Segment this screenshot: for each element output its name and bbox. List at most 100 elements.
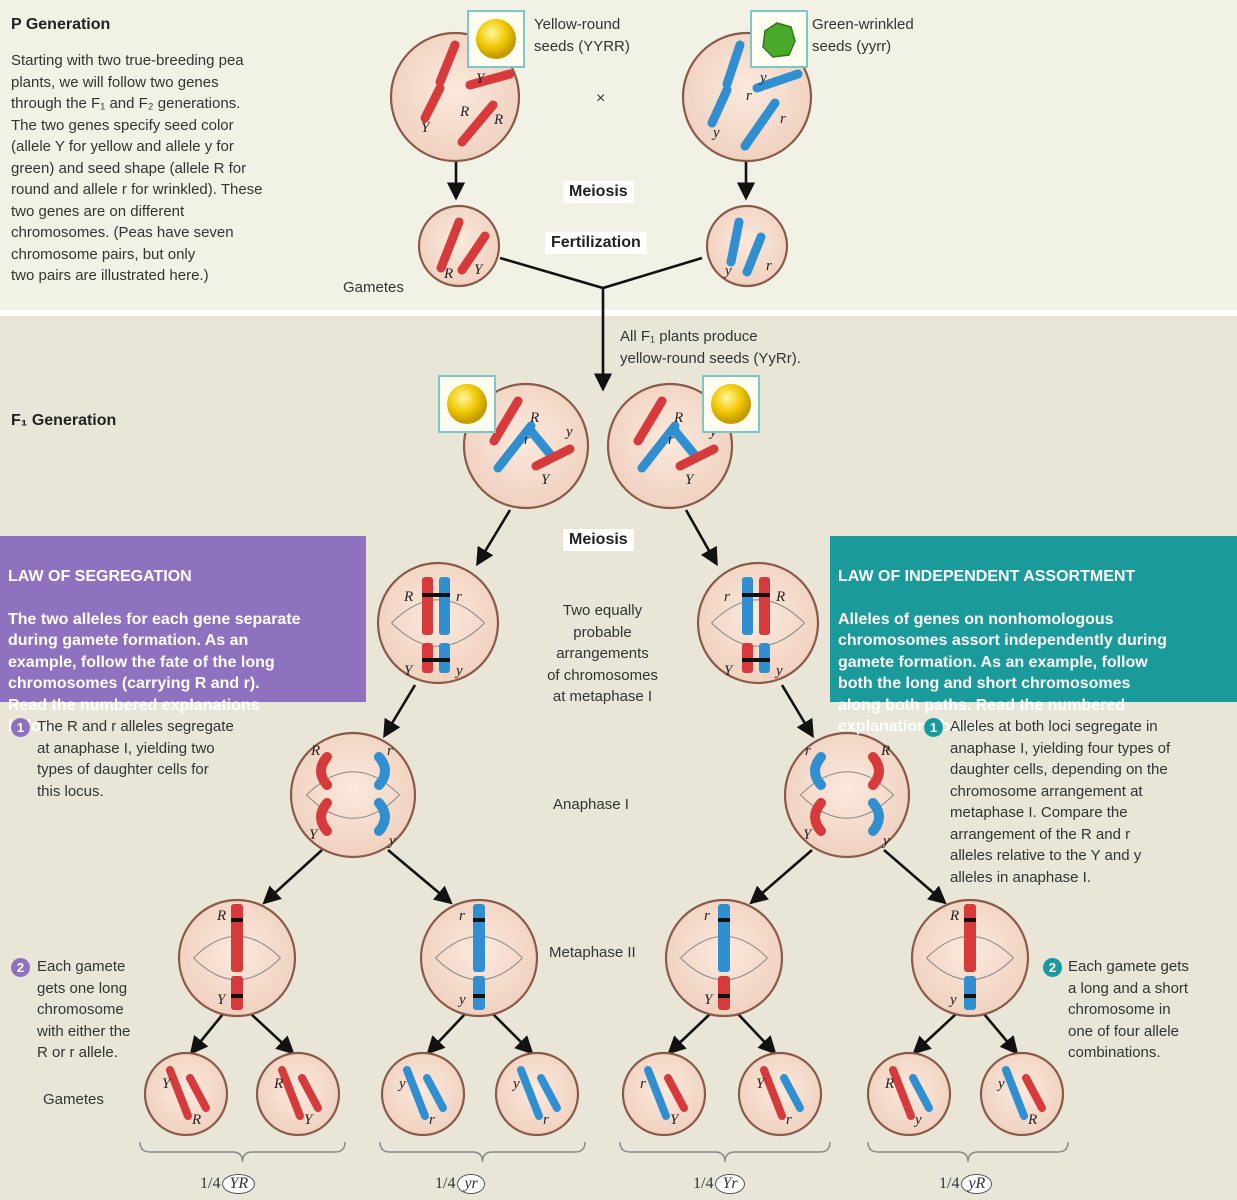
meiosis-label-p: Meiosis [563, 181, 634, 203]
chromosome [810, 752, 826, 790]
allele-label: y [564, 424, 573, 440]
chromosome [537, 1074, 561, 1112]
cell-membrane [737, 1051, 823, 1137]
arrow [250, 1013, 295, 1055]
gamete-brace [619, 1141, 831, 1163]
chromosome [231, 976, 243, 1010]
allele-label: R [403, 589, 413, 605]
metaphase-ii-2: ry [419, 898, 539, 1018]
allele-label: Y [304, 1112, 314, 1128]
law-of-segregation-box: LAW OF SEGREGATION The two alleles for e… [0, 536, 366, 735]
allele-label: R [949, 908, 959, 924]
yellow-seed-icon [711, 384, 751, 424]
allele-label: y [758, 70, 767, 86]
segregation-step-1-badge: 1 [11, 718, 30, 737]
metaphase-ii-label: Metaphase II [549, 944, 636, 961]
allele-label: R [493, 112, 503, 128]
law-of-independent-assortment-box: LAW OF INDEPENDENT ASSORTMENT Alleles of… [830, 536, 1237, 735]
chromosome [759, 577, 770, 635]
allele-label: r [668, 432, 674, 448]
arrow [492, 1013, 534, 1055]
allele-band [964, 918, 976, 922]
spindle-fiber [711, 622, 805, 647]
allele-label: Y [685, 472, 695, 488]
chromosome [742, 232, 766, 277]
cell-membrane [866, 1051, 952, 1137]
independent-step-1-text: Alleles at both loci segregate in anapha… [950, 718, 1171, 886]
allele-label: R [273, 1076, 283, 1092]
chromosome [457, 231, 490, 275]
f1-seed-box-right [702, 375, 760, 433]
allele-label: y [397, 1076, 406, 1092]
cell-membrane [376, 561, 500, 685]
gamete-cell-8: yR [979, 1051, 1065, 1137]
green-wrinkled-seed-box [750, 10, 808, 68]
allele-label: r [387, 743, 393, 759]
yellow-round-label: Yellow-round seeds (YYRR) [534, 16, 630, 55]
chromosome [531, 444, 575, 471]
gamete-brace [867, 1141, 1069, 1163]
chromosome [760, 1066, 786, 1120]
gamete-cell-4: yr [494, 1051, 580, 1137]
chromosome [278, 1066, 304, 1120]
arrow [476, 509, 512, 567]
p-generation-title: P Generation [11, 16, 111, 33]
chromosome [964, 976, 976, 1010]
f1-seed-box-left [438, 375, 496, 433]
chromosome [675, 444, 719, 471]
chromosome [374, 752, 390, 790]
allele-label: R [443, 266, 453, 282]
chromosome [473, 976, 485, 1010]
cell-membrane [255, 1051, 341, 1137]
chromosome [1002, 1066, 1028, 1120]
allele-label: R [1027, 1112, 1037, 1128]
chromosome [707, 85, 732, 128]
allele-band [473, 994, 485, 998]
gamete-cell-6: Yr [737, 1051, 823, 1137]
allele-label: y [948, 992, 957, 1008]
arrow [667, 1013, 711, 1055]
yellow-round-seed-box [467, 10, 525, 68]
meiosis-label-f1: Meiosis [563, 529, 634, 551]
chromosome [403, 1066, 429, 1120]
arrow [737, 1013, 777, 1055]
cell-membrane [143, 1051, 229, 1137]
law-independent-body: Alleles of genes on nonhomologous chromo… [838, 610, 1167, 736]
allele-band [742, 593, 770, 597]
allele-label: r [459, 908, 465, 924]
segregation-step-2-badge: 2 [11, 958, 30, 977]
ratio-fraction: 1/4 [435, 1175, 456, 1192]
metaphase-ii-4: Ry [910, 898, 1030, 1018]
allele-label: Y [217, 992, 227, 1008]
chromosome [423, 1074, 447, 1112]
chromosome [186, 1074, 210, 1112]
green-seed-icon [762, 22, 796, 58]
arrow [189, 1013, 225, 1055]
independent-step-2-text: Each gamete gets a long and a short chro… [1068, 958, 1189, 1061]
chromosome [435, 40, 460, 87]
ratio-genotype: YR [222, 1174, 256, 1194]
chromosome [316, 798, 332, 836]
chromosome [465, 69, 515, 90]
cell-membrane [979, 1051, 1065, 1137]
allele-label: r [805, 743, 811, 759]
cell-membrane [621, 1051, 707, 1137]
allele-label: R [884, 1076, 894, 1092]
f1-generation-title: F₁ Generation [11, 412, 117, 429]
chromosome [457, 100, 498, 147]
chromosome [718, 976, 730, 1010]
allele-label: y [723, 263, 732, 279]
allele-label: y [996, 1076, 1005, 1092]
gamete-cell-7: Ry [866, 1051, 952, 1137]
segregation-step-2-text: Each gamete gets one long chromosome wit… [37, 958, 131, 1061]
allele-band [422, 593, 450, 597]
